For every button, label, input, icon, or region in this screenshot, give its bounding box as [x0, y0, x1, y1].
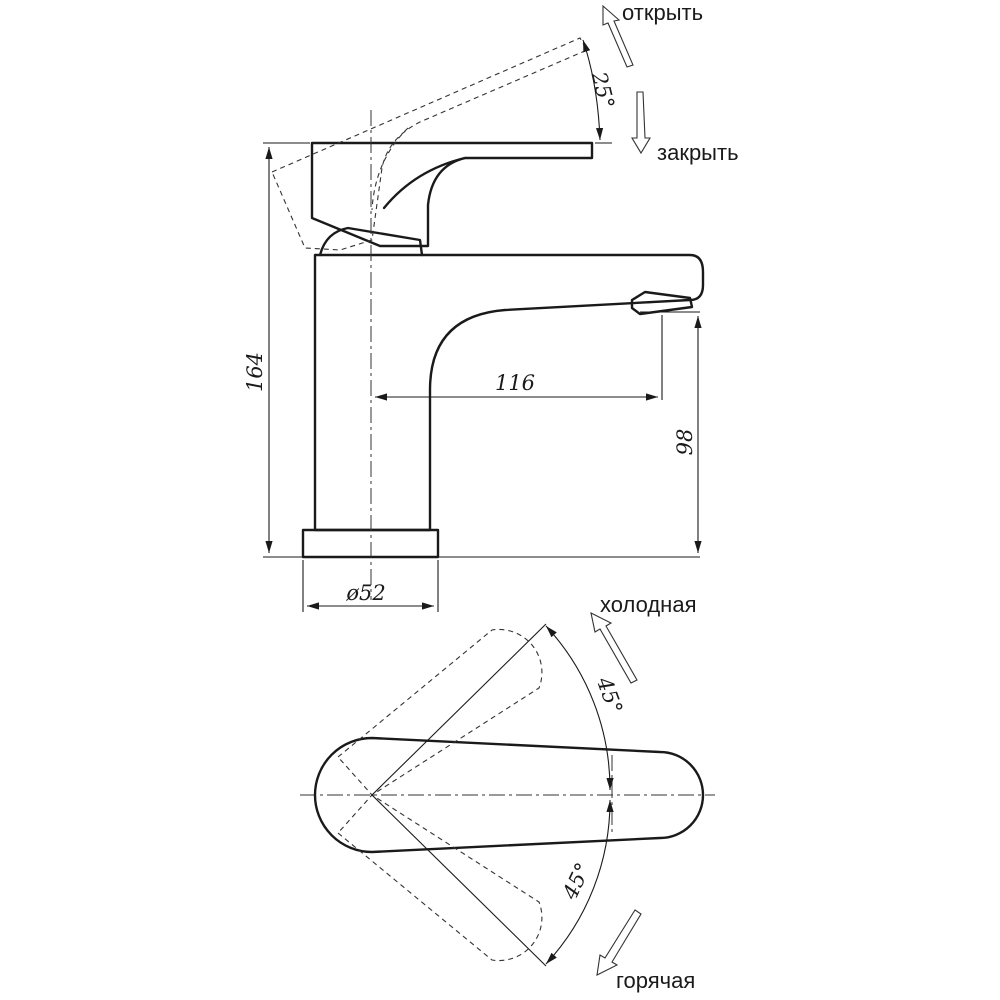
label-hot: горячая [616, 968, 695, 993]
cartridge-dome [318, 226, 424, 257]
hot-direction-arrow [596, 909, 642, 976]
top-view: 45° 45° холодная горячая [300, 592, 715, 993]
dim-25-arc [582, 39, 604, 141]
dim-hot-arc [545, 799, 614, 965]
lever-hot-ghost [337, 794, 543, 962]
aerator [630, 290, 694, 316]
open-direction-arrow [602, 4, 634, 68]
lever-cold-ghost [337, 628, 543, 796]
side-view: 164 116 98 ø52 25° открыть закрыть [243, 0, 739, 612]
lever-inner-curve [382, 156, 467, 210]
lever-open-ghost [271, 37, 588, 251]
aerator-detail [644, 299, 689, 304]
lever-closed [310, 141, 594, 248]
axis-cold [371, 623, 547, 796]
dim-cold-arc [545, 625, 614, 791]
lever-top-view [313, 736, 705, 854]
dim-spout-reach: 116 [495, 371, 535, 395]
dim-base-diameter: ø52 [345, 581, 385, 605]
dim-lever-angle: 25° [586, 68, 619, 111]
cold-direction-arrow [590, 611, 638, 684]
dim-height-total: 164 [243, 352, 267, 392]
faucet-body-outline [313, 253, 705, 532]
label-open: открыть [622, 0, 703, 25]
label-cold: холодная [600, 592, 696, 617]
close-direction-arrow [631, 91, 651, 155]
lever-open-ghost-curve [371, 127, 409, 211]
dim-spout-height: 98 [673, 429, 697, 456]
label-close: закрыть [657, 140, 739, 165]
axis-hot [371, 794, 547, 967]
